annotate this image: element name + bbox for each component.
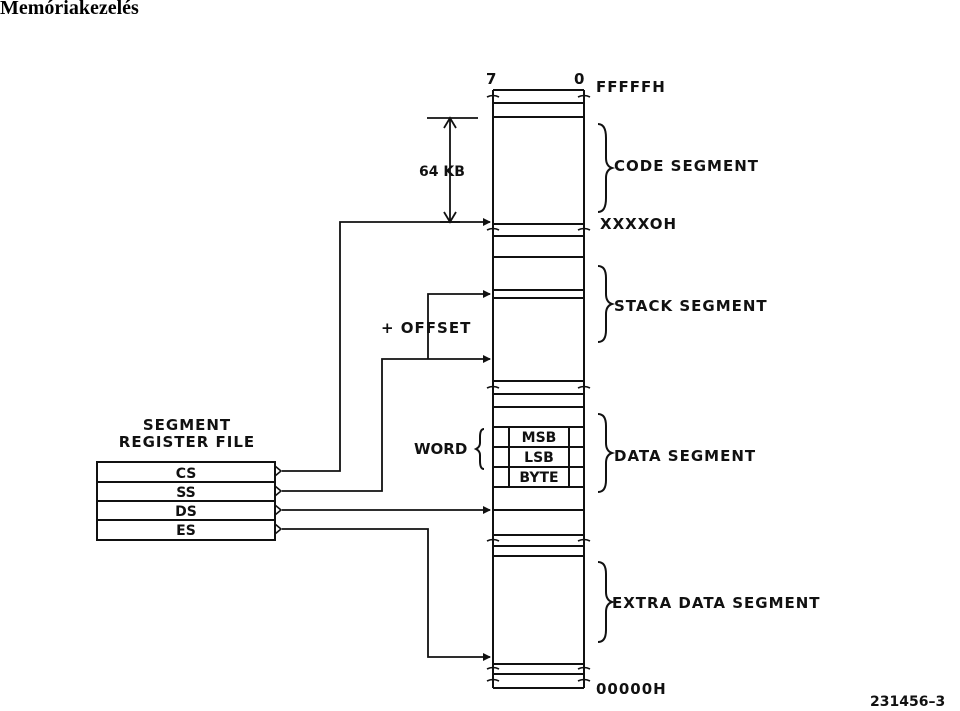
bit-label-low: 0 — [574, 70, 584, 88]
register-file-title-2: REGISTER FILE — [119, 433, 255, 451]
extra-segment-label: EXTRA DATA SEGMENT — [612, 594, 821, 612]
stack-segment-brace — [597, 265, 616, 343]
word-label: WORD — [414, 440, 467, 458]
address-bottom: 00000H — [596, 680, 667, 698]
address-top: FFFFFH — [596, 78, 666, 96]
extra-segment-brace — [597, 561, 616, 643]
figure-id: 231456–3 — [870, 694, 945, 710]
ss-connector — [282, 355, 491, 492]
register-es: ES — [176, 523, 196, 539]
byte-cell: BYTE — [519, 470, 558, 486]
stack-segment-label: STACK SEGMENT — [614, 297, 768, 315]
register-file-title-1: SEGMENT — [143, 416, 231, 434]
data-segment-label: DATA SEGMENT — [614, 447, 756, 465]
msb-cell: MSB — [522, 430, 557, 446]
code-segment-label: CODE SEGMENT — [614, 157, 759, 175]
address-code-base: XXXXOH — [600, 215, 677, 233]
register-ss: SS — [176, 485, 196, 501]
bit-label-high: 7 — [486, 70, 496, 88]
data-segment-brace — [597, 413, 616, 493]
size-label: 64 KB — [419, 164, 465, 180]
register-ds: DS — [175, 504, 197, 520]
word-brace — [473, 428, 485, 470]
register-cs: CS — [176, 466, 197, 482]
page-title: Memóriakezelés — [0, 0, 139, 19]
cs-connector — [282, 218, 491, 472]
lsb-cell: LSB — [524, 450, 554, 466]
offset-connector — [427, 290, 491, 359]
offset-label: + OFFSET — [381, 319, 471, 337]
code-segment-brace — [597, 123, 616, 213]
es-connector — [282, 528, 491, 661]
